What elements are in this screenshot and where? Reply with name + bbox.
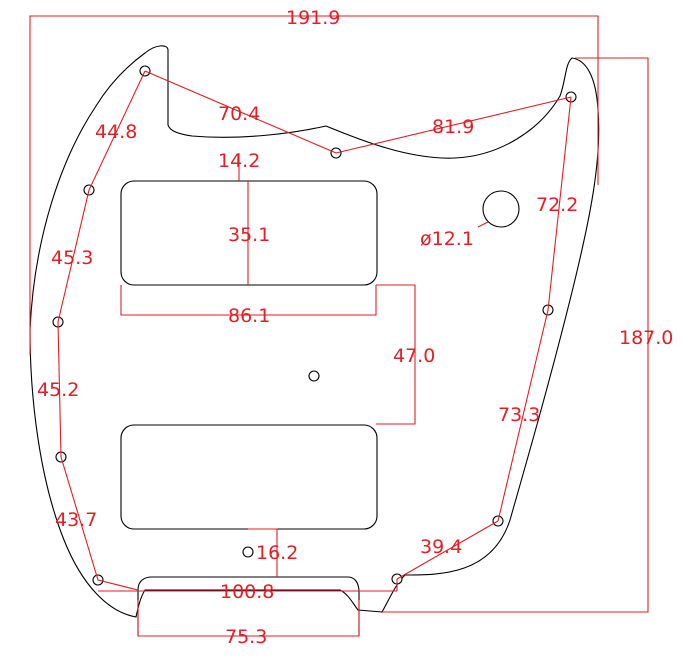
- neck-pickup-outline: [120, 180, 378, 286]
- control-hole-leader: [477, 221, 489, 228]
- bottom-screw-span-label: 100.8: [220, 581, 274, 603]
- right-screw-line: [497, 96, 572, 522]
- bottom-cutout-width-label: 75.3: [225, 626, 267, 648]
- overall-width-line: [29, 15, 599, 355]
- pickguard-outline: [29, 45, 600, 618]
- bottom-right-screw-line: [396, 520, 499, 580]
- screw-right-2-label: 73.3: [498, 404, 540, 426]
- pickup-bottom-gap-label: 16.2: [256, 542, 298, 564]
- pickup-spacing-label: 47.0: [393, 345, 435, 367]
- screw-hole: [242, 546, 254, 558]
- dimension-lines: [29, 15, 649, 637]
- overall-height-line: [382, 57, 649, 613]
- screw-bottom-right-label: 39.4: [420, 536, 462, 558]
- screw-hole: [308, 370, 320, 382]
- top-screw-line-2: [335, 96, 572, 154]
- dimension-labels: 191.9 187.0 70.4 81.9 44.8 45.3 45.2 43.…: [37, 7, 673, 648]
- bridge-pickup-outline: [120, 424, 378, 530]
- screw-left-4-label: 43.7: [55, 509, 97, 531]
- pickup-spacing-line: [376, 284, 416, 425]
- screw-right-1-label: 72.2: [536, 194, 578, 216]
- screw-left-2-label: 45.3: [51, 247, 93, 269]
- pickup-width-label: 86.1: [228, 305, 270, 327]
- pickup-width-line: [120, 285, 377, 316]
- top-screw-line-1: [144, 70, 337, 154]
- screw-left-1-label: 44.8: [95, 121, 137, 143]
- pickup-height-label: 35.1: [228, 224, 270, 246]
- screw-top-right-label: 81.9: [432, 116, 474, 138]
- screw-perimeter-line: [57, 70, 146, 591]
- overall-width-label: 191.9: [286, 7, 340, 29]
- overall-height-label: 187.0: [619, 327, 673, 349]
- pickup-bottom-gap-line: [248, 528, 278, 577]
- bottom-cutout-width-line: [137, 600, 360, 637]
- control-hole: [482, 190, 520, 228]
- neck-gap-label: 14.2: [218, 150, 260, 172]
- screw-left-3-label: 45.2: [37, 379, 79, 401]
- screw-top-left-label: 70.4: [218, 103, 260, 125]
- control-hole-diameter-label: ø12.1: [420, 228, 474, 250]
- bottom-cutout-outline: [137, 576, 360, 637]
